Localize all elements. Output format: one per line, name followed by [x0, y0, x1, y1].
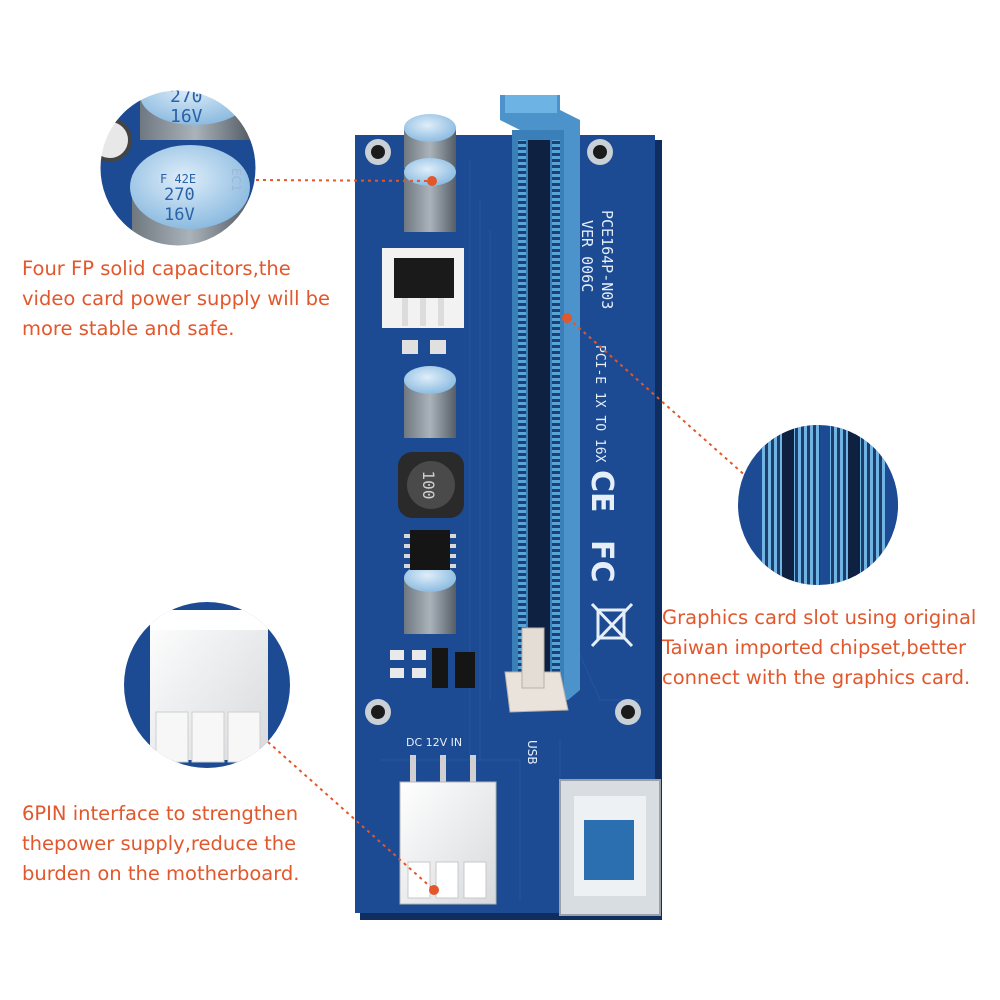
caption-slot-line3: connect with the graphics card.	[662, 666, 971, 689]
ic-chip	[404, 530, 456, 570]
caption-6pin: 6PIN interface to strengthen thepower su…	[22, 799, 300, 889]
caption-capacitors-line1: Four FP solid capacitors,the	[22, 257, 291, 280]
leader-6pin	[267, 741, 435, 891]
pcie-x16-slot	[500, 95, 580, 700]
zoom-cap-silkscreen: EC1	[229, 168, 243, 192]
zoom-cap-capacitance: 270	[164, 185, 195, 205]
usb-label: USB	[525, 740, 539, 765]
board-6pin-connector: DC 12V IN	[399, 736, 497, 905]
cert-marks: CE FC	[584, 470, 634, 648]
inductor: 100	[398, 452, 464, 518]
zoom-capacitors: 270 16V F 42E 270 16V EC1	[99, 86, 257, 247]
board-capacitor-4	[404, 564, 456, 634]
caption-6pin-line1: 6PIN interface to strengthen	[22, 802, 299, 825]
leader-capacitor	[255, 179, 433, 182]
zoom-cap-top-capacitance: 270	[170, 86, 203, 107]
board-version-label: VER 006C	[578, 220, 596, 292]
board-capacitor-1	[404, 114, 456, 168]
inductor-value: 100	[419, 471, 438, 500]
voltage-regulator	[382, 248, 464, 328]
caption-6pin-line2: thepower supply,reduce the	[22, 832, 297, 855]
power-input-label: DC 12V IN	[406, 736, 462, 749]
smd-components	[390, 340, 475, 688]
mounting-holes	[365, 139, 641, 725]
usb-port: USB	[525, 740, 661, 916]
zoom-cap-code: F 42E	[160, 172, 196, 186]
zoom-6pin-connector	[124, 602, 290, 768]
zoom-pcie-slot	[738, 425, 898, 585]
caption-capacitors: Four FP solid capacitors,the video card …	[22, 254, 330, 344]
caption-slot: Graphics card slot using original Taiwan…	[662, 603, 976, 693]
slot-spec-label: PCI-E 1X TO 16X	[592, 345, 607, 463]
caption-6pin-line3: burden on the motherboard.	[22, 862, 300, 885]
board-capacitor-3	[404, 366, 456, 438]
caption-slot-line2: Taiwan imported chipset,better	[662, 636, 967, 659]
leader-endpoints	[427, 176, 572, 895]
board-capacitor-2	[404, 158, 456, 232]
ce-mark: CE	[584, 470, 619, 513]
slot-latch-tab	[521, 627, 545, 689]
weee-bin-icon	[590, 602, 634, 648]
leader-lines	[255, 179, 749, 891]
caption-slot-line1: Graphics card slot using original	[662, 606, 977, 629]
silkscreen-labels: PCE164P-N03 VER 006C PCI-E 1X TO 16X	[578, 210, 616, 463]
riser-board: PCE164P-N03 VER 006C PCI-E 1X TO 16X CE …	[355, 95, 662, 920]
leader-slot	[567, 317, 749, 479]
caption-capacitors-line3: more stable and safe.	[22, 317, 235, 340]
zoom-cap-top-voltage: 16V	[170, 106, 203, 127]
fcc-mark: FC	[584, 540, 619, 583]
zoom-cap-voltage: 16V	[164, 205, 195, 225]
board-model-label: PCE164P-N03	[598, 210, 616, 309]
caption-capacitors-line2: video card power supply will be	[22, 287, 331, 310]
